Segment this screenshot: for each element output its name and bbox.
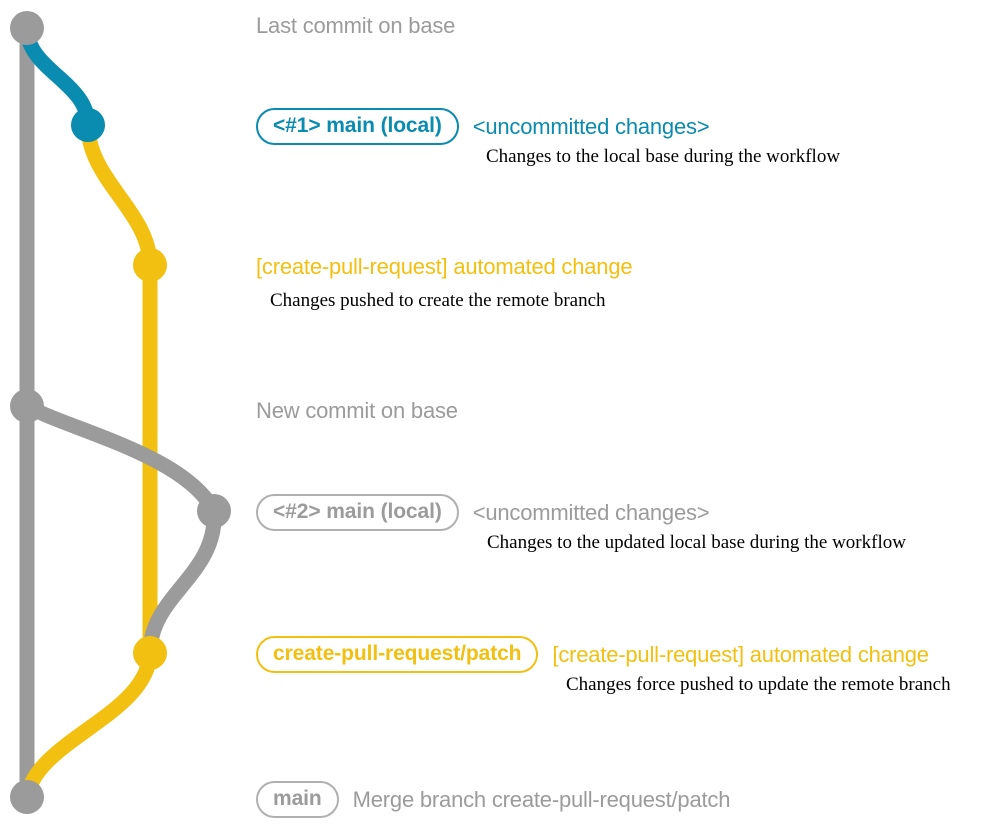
commit-row-automated-change-2: create-pull-request/patch [create-pull-r… (256, 636, 929, 674)
commit-node-base-new-commit[interactable] (10, 389, 44, 423)
commit-row-local-uncommitted-1: <#1> main (local) <uncommitted changes> (256, 108, 710, 146)
commit-subject-local-uncommitted-1: <uncommitted changes> (472, 113, 710, 139)
edge-base-new-to-local-2 (19, 398, 222, 519)
commit-node-base-last-commit[interactable] (10, 11, 44, 45)
commit-caption-local-uncommitted-1: Changes to the local base during the wor… (486, 146, 841, 167)
commit-node-remote-commit-1[interactable] (133, 248, 167, 282)
edge-remote-2-to-merge (19, 645, 158, 805)
commit-caption-local-uncommitted-2: Changes to the updated local base during… (487, 532, 906, 553)
commit-subject-local-uncommitted-2: <uncommitted changes> (472, 499, 710, 525)
branch-pill-main-local-2[interactable]: <#2> main (local) (256, 494, 459, 532)
commit-caption-automated-change-1: Changes pushed to create the remote bran… (270, 290, 606, 311)
edge-base-to-local-1 (19, 20, 96, 133)
branch-pill-main[interactable]: main (256, 781, 339, 819)
commit-node-remote-commit-2[interactable] (133, 636, 167, 670)
commit-subject-last-commit-on-base: Last commit on base (256, 13, 456, 38)
branch-pill-create-pull-request-patch[interactable]: create-pull-request/patch (256, 636, 539, 674)
edge-local-2-to-remote-2 (142, 503, 222, 661)
commit-subject-merge-branch: Merge branch create-pull-request/patch (352, 786, 731, 812)
commit-row-local-uncommitted-2: <#2> main (local) <uncommitted changes> (256, 494, 710, 532)
commit-subject-automated-change-2: [create-pull-request] automated change (552, 641, 929, 667)
commit-subject-new-commit-on-base: New commit on base (256, 398, 458, 423)
branch-pill-main-local-1[interactable]: <#1> main (local) (256, 108, 459, 146)
commit-caption-automated-change-2: Changes force pushed to update the remot… (566, 674, 951, 695)
commit-row-merge-branch: main Merge branch create-pull-request/pa… (256, 781, 731, 819)
commit-node-local-commit-2[interactable] (197, 494, 231, 528)
commit-subject-automated-change-1: [create-pull-request] automated change (256, 254, 633, 279)
commit-node-local-commit-1[interactable] (71, 108, 105, 142)
commit-node-merge-commit[interactable] (10, 780, 44, 814)
edge-local-1-to-remote-1 (80, 117, 158, 273)
